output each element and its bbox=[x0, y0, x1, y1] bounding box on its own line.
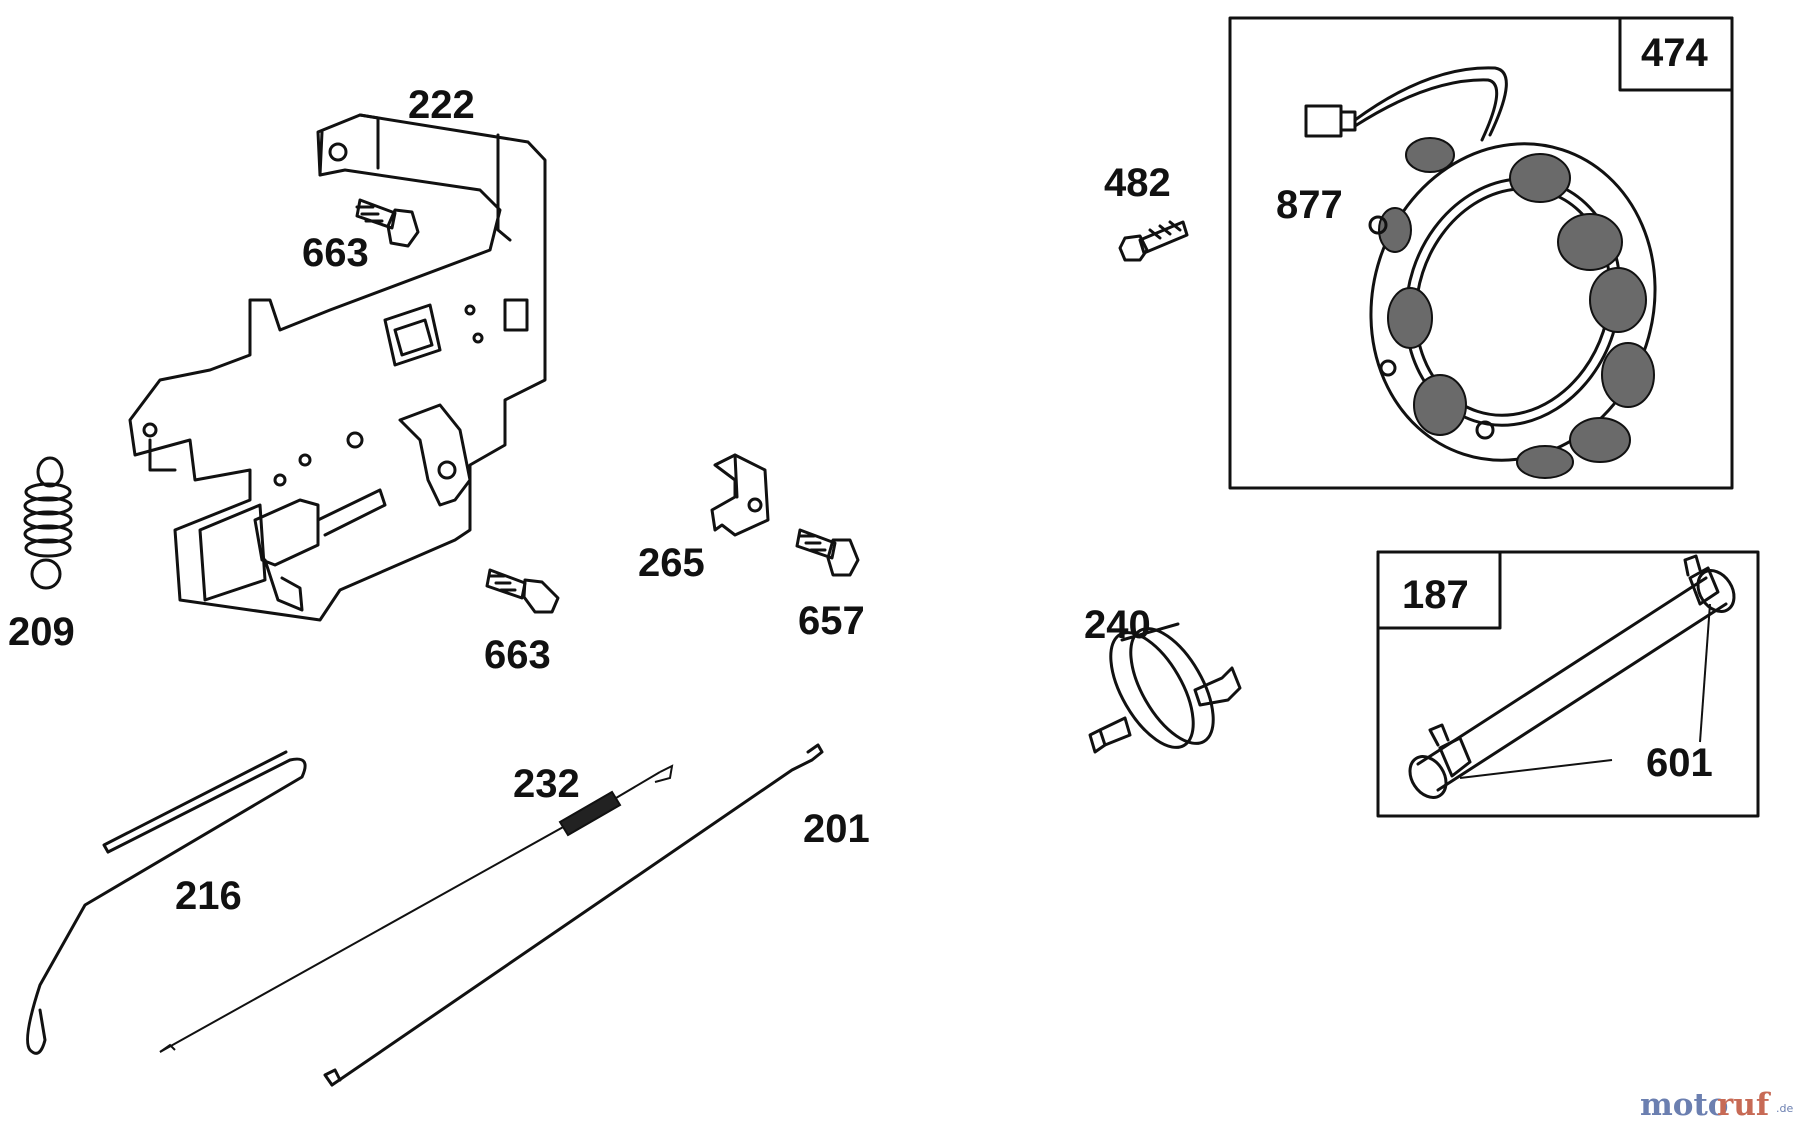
fuel-filter-240 bbox=[1088, 622, 1242, 754]
label-222: 222 bbox=[408, 83, 475, 127]
rod-216 bbox=[26, 750, 307, 1055]
control-bracket-222 bbox=[128, 113, 547, 622]
label-265: 265 bbox=[638, 541, 705, 585]
screw-663-lower bbox=[485, 568, 560, 614]
svg-text:ruf: ruf bbox=[1717, 1087, 1771, 1123]
screw-482 bbox=[1118, 220, 1189, 262]
label-201: 201 bbox=[803, 807, 870, 851]
label-216: 216 bbox=[175, 874, 242, 918]
svg-text:moto: moto bbox=[1640, 1087, 1728, 1123]
clip-265 bbox=[710, 453, 770, 537]
screw-657 bbox=[795, 528, 860, 577]
screw-663-upper bbox=[355, 198, 420, 248]
label-601: 601 bbox=[1646, 741, 1713, 785]
label-187: 187 bbox=[1402, 573, 1469, 617]
rod-201 bbox=[323, 743, 824, 1087]
label-663-upper: 663 bbox=[302, 231, 369, 275]
label-474: 474 bbox=[1641, 31, 1708, 75]
watermark-logo: moto ruf .de bbox=[1640, 1087, 1793, 1123]
fuel-line-box-187 bbox=[1376, 550, 1760, 818]
label-232: 232 bbox=[513, 762, 580, 806]
spring-209 bbox=[23, 456, 73, 590]
label-240: 240 bbox=[1084, 603, 1151, 647]
label-209: 209 bbox=[8, 610, 75, 654]
label-877: 877 bbox=[1276, 183, 1343, 227]
label-482: 482 bbox=[1104, 161, 1171, 205]
svg-text:.de: .de bbox=[1776, 1102, 1793, 1115]
stator-box-474 bbox=[1228, 16, 1734, 490]
label-663-lower: 663 bbox=[484, 633, 551, 677]
linkage-232 bbox=[159, 764, 674, 1053]
label-657: 657 bbox=[798, 599, 865, 643]
